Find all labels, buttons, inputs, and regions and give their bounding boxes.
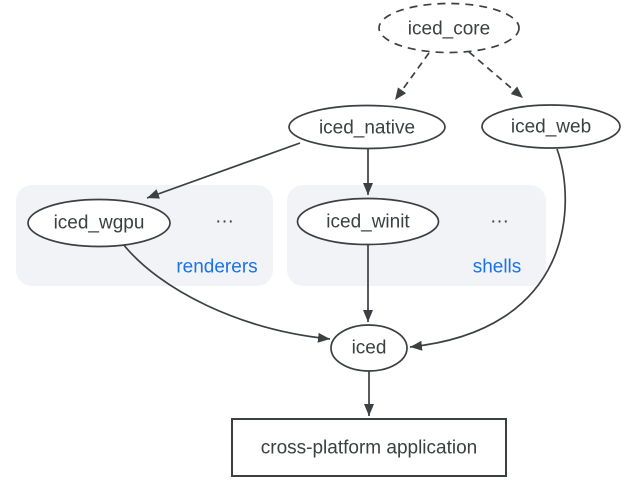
renderers-group-label: renderers (176, 257, 257, 278)
node-iced-native-shape (288, 104, 446, 150)
node-application-shape (231, 418, 507, 477)
node-application: cross-platform application (231, 418, 507, 477)
node-iced-winit-shape (296, 197, 440, 246)
node-iced-core-shape (378, 2, 520, 54)
node-iced-winit: iced_winit (296, 197, 440, 246)
node-iced-native: iced_native (288, 104, 446, 150)
edge-iced-web-to-iced (409, 148, 567, 351)
edge-iced-wgpu-to-iced (122, 243, 331, 343)
shells-group-label: shells (473, 257, 522, 278)
node-iced-web: iced_web (481, 104, 621, 149)
node-iced-wgpu-label: iced_wgpu (54, 213, 145, 234)
renderers-ellipsis: ... (216, 207, 235, 228)
node-iced-web-shape (481, 104, 621, 149)
node-iced-label: iced (352, 338, 387, 359)
node-iced-shape (330, 324, 408, 372)
node-iced-core-label: iced_core (408, 19, 490, 40)
edge-iced-core-to-iced-native (394, 52, 430, 101)
node-iced-wgpu: iced_wgpu (27, 198, 171, 248)
edge-iced-native-to-iced-wgpu (146, 142, 301, 199)
node-application-label: cross-platform application (261, 438, 477, 459)
node-iced-native-label: iced_native (319, 118, 415, 139)
edge-iced-core-to-iced-web (468, 51, 524, 99)
node-iced-core: iced_core (378, 2, 520, 54)
node-iced-winit-label: iced_winit (326, 212, 410, 233)
node-iced-web-label: iced_web (511, 117, 591, 138)
node-iced-wgpu-shape (27, 198, 171, 248)
node-iced: iced (330, 324, 408, 372)
shells-ellipsis: ... (491, 207, 510, 228)
